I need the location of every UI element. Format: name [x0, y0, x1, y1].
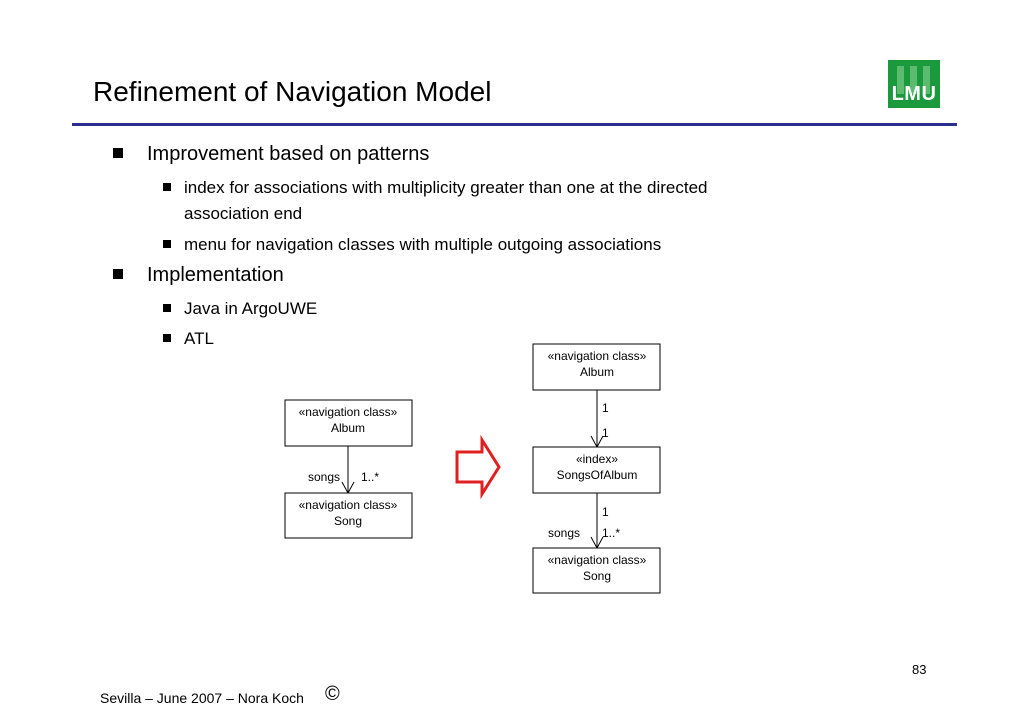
class-stereotype: «navigation class»: [299, 405, 398, 419]
bullet-square-icon: [113, 148, 123, 158]
logo-stripe: [897, 66, 904, 94]
sub-bullet-text: index for associations with multiplicity…: [184, 178, 708, 197]
bullet-square-icon: [113, 269, 123, 279]
class-name: Album: [331, 421, 365, 435]
multiplicity-label: 1..*: [361, 470, 379, 484]
page-number: 83: [912, 662, 927, 677]
class-stereotype: «navigation class»: [548, 349, 647, 363]
sub-bullet-text: ATL: [184, 329, 214, 348]
class-name: Song: [334, 514, 362, 528]
title-divider: [72, 123, 957, 126]
logo-stripe: [910, 66, 917, 94]
sub-bullet-square-icon: [163, 183, 171, 191]
sub-bullet-square-icon: [163, 240, 171, 248]
class-name: Album: [580, 365, 614, 379]
class-name: Song: [583, 569, 611, 583]
class-stereotype: «index»: [576, 452, 618, 466]
sub-bullet-text: menu for navigation classes with multipl…: [184, 235, 662, 254]
class-stereotype: «navigation class»: [299, 498, 398, 512]
multiplicity-label: 1: [602, 505, 609, 519]
role-label: songs: [308, 470, 340, 484]
logo-stripe: [923, 66, 930, 94]
multiplicity-label: 1: [602, 426, 609, 440]
logo-text: LMU: [891, 83, 937, 105]
slide-title: Refinement of Navigation Model: [93, 76, 492, 107]
class-name: SongsOfAlbum: [557, 468, 638, 482]
footer-text: Sevilla – June 2007 – Nora Koch: [100, 690, 304, 706]
multiplicity-label: 1..*: [602, 526, 620, 540]
transform-arrow-icon: [455, 434, 501, 500]
song-class-box: [284, 492, 413, 539]
sub-bullet-text: Java in ArgoUWE: [184, 299, 318, 318]
album-class-box: [284, 399, 413, 447]
sub-bullet-square-icon: [163, 334, 171, 342]
song-class-box: [532, 547, 661, 594]
index-class-box: [532, 446, 661, 494]
multiplicity-label: 1: [602, 401, 609, 415]
bullet-text: Improvement based on patterns: [147, 143, 430, 165]
lmu-logo: LMU: [888, 60, 940, 108]
right-diagram: «navigation class» Album 1 1 «index» Son…: [532, 343, 661, 594]
sub-bullet-square-icon: [163, 304, 171, 312]
left-diagram: «navigation class» Album songs 1..* «nav…: [284, 399, 413, 539]
class-stereotype: «navigation class»: [548, 553, 647, 567]
bullet-text: Implementation: [147, 264, 284, 286]
sub-bullet-text: association end: [184, 204, 303, 223]
role-label: songs: [548, 526, 580, 540]
album-class-box: [532, 343, 661, 391]
copyright-symbol: ©: [325, 683, 340, 705]
